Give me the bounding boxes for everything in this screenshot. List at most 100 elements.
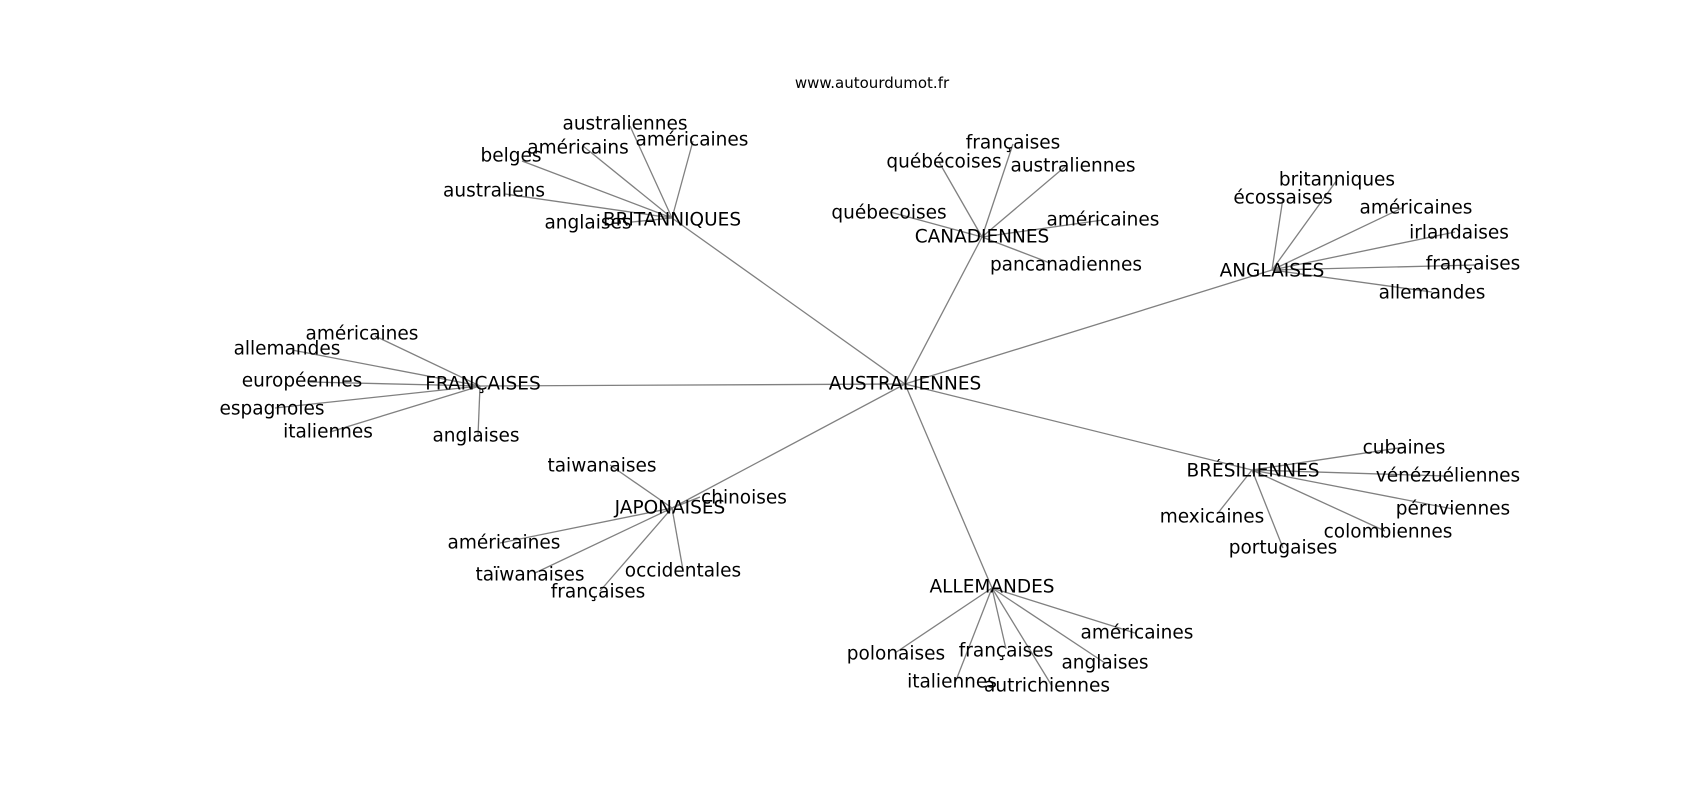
leaf-node-italiennes: italiennes bbox=[907, 672, 997, 693]
edge-anglaises-allemandes bbox=[1271, 269, 1433, 293]
edge-center-anglaises bbox=[904, 269, 1273, 385]
edge-bresiliennes-venezueliennes bbox=[1251, 469, 1446, 477]
leaf-node-autrichiennes: autrichiennes bbox=[984, 676, 1110, 697]
edge-francaises-italiennes bbox=[329, 385, 481, 433]
edge-anglaises-americaines bbox=[1271, 207, 1403, 271]
hub-node-francaises: FRANÇAISES bbox=[425, 374, 540, 395]
leaf-node-francaises: françaises bbox=[551, 582, 646, 603]
leaf-node-europeennes: européennes bbox=[242, 371, 363, 392]
edge-canadiennes-australiennes bbox=[981, 164, 1068, 238]
leaf-node-chinoises: chinoises bbox=[701, 488, 787, 509]
leaf-node-americains: américains bbox=[527, 138, 629, 159]
leaf-node-venezueliennes: vénézuéliennes bbox=[1376, 466, 1520, 487]
edge-anglaises-britanniques bbox=[1271, 179, 1338, 271]
leaf-node-anglaises: anglaises bbox=[1061, 653, 1148, 674]
graph-edges bbox=[274, 125, 1476, 687]
graph-labels: AUSTRALIENNES australiennes américains amér… bbox=[219, 114, 1520, 697]
leaf-node-belges: belges bbox=[480, 146, 541, 167]
edge-canadiennes-quebecoises bbox=[889, 211, 983, 238]
hub-node-canadiennes: CANADIENNES bbox=[915, 227, 1050, 248]
edge-allemandes-italiennes bbox=[954, 587, 993, 684]
leaf-node-americaines: américaines bbox=[1047, 210, 1160, 231]
edge-japonaises-occidentales bbox=[671, 507, 684, 571]
leaf-node-francaises: françaises bbox=[959, 641, 1054, 662]
edge-allemandes-polonaises bbox=[894, 587, 993, 654]
edge-bresiliennes-colombiennes bbox=[1251, 469, 1386, 532]
edge-center-bresiliennes bbox=[904, 383, 1253, 471]
edge-britanniques-belges bbox=[521, 160, 673, 219]
edge-britanniques-australiens bbox=[504, 193, 673, 219]
edge-anglaises-ecossaises bbox=[1271, 197, 1284, 271]
edge-bresiliennes-cubaines bbox=[1251, 446, 1406, 471]
edge-canadiennes-americaines bbox=[981, 219, 1104, 238]
leaf-node-allemandes: allemandes bbox=[234, 339, 341, 360]
edge-francaises-allemandes bbox=[291, 349, 481, 387]
edge-britanniques-americains bbox=[582, 145, 673, 219]
leaf-node-ecossaises: écossaises bbox=[1233, 188, 1332, 209]
edge-center-japonaises bbox=[671, 383, 906, 509]
edge-allemandes-americaines bbox=[991, 587, 1136, 634]
watermark: www.autourdumot.fr bbox=[795, 74, 950, 92]
leaf-node-italiennes: italiennes bbox=[283, 422, 373, 443]
edge-center-britanniques bbox=[671, 217, 906, 385]
edge-allemandes-francaises bbox=[991, 587, 1007, 650]
leaf-node-pancanadiennes: pancanadiennes bbox=[990, 255, 1142, 276]
hub-node-anglaises: ANGLAISES bbox=[1220, 261, 1325, 282]
leaf-node-francaises: françaises bbox=[966, 133, 1061, 154]
edge-anglaises-francaises bbox=[1271, 264, 1476, 271]
leaf-node-portugaises: portugaises bbox=[1229, 538, 1338, 559]
edge-canadiennes-quebecoises bbox=[938, 161, 983, 238]
leaf-node-anglaises: anglaises bbox=[544, 213, 631, 234]
leaf-node-allemandes: allemandes bbox=[1379, 283, 1486, 304]
leaf-node-peruviennes: péruviennes bbox=[1396, 499, 1510, 520]
edge-center-francaises bbox=[479, 383, 906, 387]
edge-francaises-europeennes bbox=[309, 381, 481, 387]
leaf-node-irlandaises: irlandaises bbox=[1409, 223, 1509, 244]
edge-allemandes-anglaises bbox=[991, 587, 1106, 664]
leaf-node-americaines: américaines bbox=[1081, 623, 1194, 644]
leaf-node-americaines: américaines bbox=[448, 533, 561, 554]
edge-bresiliennes-portugaises bbox=[1251, 469, 1284, 549]
leaf-node-quebecoises: québécoises bbox=[886, 152, 1001, 173]
leaf-node-espagnoles: espagnoles bbox=[219, 399, 324, 420]
edge-francaises-anglaises bbox=[477, 385, 481, 437]
edge-allemandes-autrichiennes bbox=[991, 587, 1053, 687]
hub-node-japonaises: JAPONAISES bbox=[614, 498, 726, 519]
leaf-node-anglaises: anglaises bbox=[432, 426, 519, 447]
edge-center-canadiennes bbox=[904, 236, 983, 385]
leaf-node-francaises: françaises bbox=[1426, 254, 1521, 275]
edge-britanniques-anglaises bbox=[631, 217, 673, 223]
edge-britanniques-australiennes bbox=[629, 125, 673, 219]
edge-japonaises-americaines bbox=[499, 507, 673, 544]
leaf-node-taiwanaises: taïwanaises bbox=[475, 565, 584, 586]
center-node-australiennes: AUSTRALIENNES bbox=[829, 374, 982, 395]
edge-center-allemandes bbox=[904, 383, 993, 589]
leaf-node-britanniques: britanniques bbox=[1279, 170, 1395, 191]
leaf-node-mexicaines: mexicaines bbox=[1160, 507, 1265, 528]
edge-anglaises-irlandaises bbox=[1271, 231, 1456, 271]
leaf-node-australiennes: australiennes bbox=[1010, 156, 1135, 177]
edge-francaises-americaines bbox=[374, 335, 481, 387]
hub-node-britanniques: BRITANNIQUES bbox=[603, 210, 741, 231]
leaf-node-occidentales: occidentales bbox=[625, 561, 741, 582]
edge-bresiliennes-peruviennes bbox=[1251, 469, 1454, 510]
edge-canadiennes-francaises bbox=[981, 143, 1014, 238]
hub-node-allemandes: ALLEMANDES bbox=[929, 577, 1054, 598]
leaf-node-americaines: américaines bbox=[1360, 198, 1473, 219]
edge-bresiliennes-mexicaines bbox=[1217, 469, 1253, 514]
leaf-node-colombiennes: colombiennes bbox=[1324, 522, 1453, 543]
leaf-node-taiwanaises: taiwanaises bbox=[547, 456, 656, 477]
edge-japonaises-francaises bbox=[599, 507, 673, 592]
leaf-node-americaines: américaines bbox=[306, 324, 419, 345]
leaf-node-australiennes: australiennes bbox=[562, 114, 687, 135]
leaf-node-polonaises: polonaises bbox=[847, 644, 945, 665]
leaf-node-cubaines: cubaines bbox=[1363, 438, 1446, 459]
hub-node-bresiliennes: BRÉSILIENNES bbox=[1187, 460, 1320, 482]
edge-japonaises-taiwanaises bbox=[609, 464, 673, 509]
edge-japonaises-chinoises bbox=[671, 496, 701, 509]
edge-britanniques-americaines bbox=[671, 140, 694, 219]
leaf-node-australiens: australiens bbox=[443, 181, 545, 202]
leaf-node-quebecoises: québecoises bbox=[831, 203, 946, 224]
edge-canadiennes-pancanadiennes bbox=[981, 236, 1051, 264]
